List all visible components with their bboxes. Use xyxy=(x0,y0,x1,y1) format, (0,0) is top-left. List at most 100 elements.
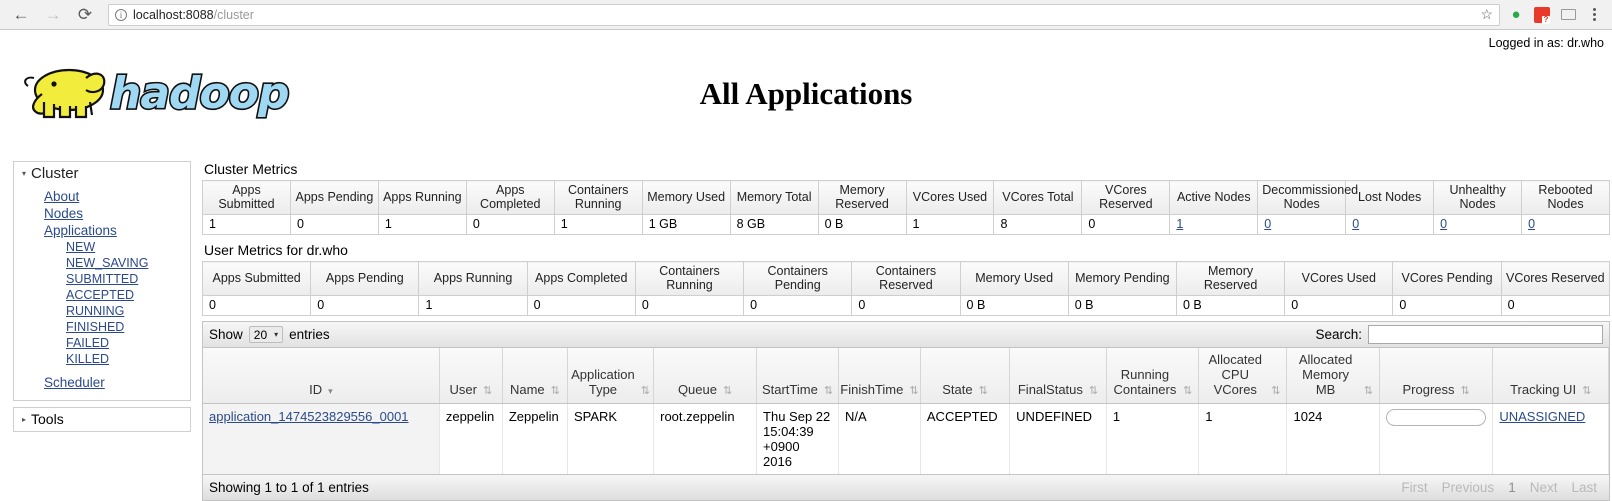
length-control: Show 20 ▾ entries xyxy=(209,326,330,343)
hangouts-extension-icon[interactable]: ● xyxy=(1511,6,1521,23)
column-header-state[interactable]: State⇅ xyxy=(920,348,1011,404)
cluster-panel-header[interactable]: ▾ Cluster xyxy=(14,162,190,186)
user-metric-value-10: 0 xyxy=(1284,295,1394,316)
column-header-label: Tracking UI xyxy=(1510,382,1577,397)
cell-tracking-ui[interactable]: UNASSIGNED xyxy=(1492,403,1609,474)
sidebar-item-nodes[interactable]: Nodes xyxy=(44,206,84,221)
cluster-metric-link-15[interactable]: 0 xyxy=(1528,217,1536,231)
pagination-previous[interactable]: Previous xyxy=(1441,480,1495,495)
cell-id[interactable]: application_1474523829556_0001 xyxy=(203,403,440,474)
sidebar-item-accepted[interactable]: ACCEPTED xyxy=(66,288,135,302)
sort-both-icon: ⇅ xyxy=(1582,385,1592,397)
site-info-icon[interactable]: i xyxy=(115,8,127,21)
sidebar-item-new[interactable]: NEW xyxy=(66,240,96,254)
application-id-link[interactable]: application_1474523829556_0001 xyxy=(209,409,409,424)
user-metric-value-5: 0 xyxy=(743,295,853,316)
column-header-progress[interactable]: Progress⇅ xyxy=(1379,348,1494,404)
pagination-last[interactable]: Last xyxy=(1571,480,1597,495)
column-header-user[interactable]: User⇅ xyxy=(439,348,503,404)
column-header-tracking-ui[interactable]: Tracking UI ⇅ xyxy=(1492,348,1609,404)
sidebar-item-submitted[interactable]: SUBMITTED xyxy=(66,272,139,286)
cluster-metric-value-10: 0 xyxy=(1081,214,1171,235)
chevron-down-icon: ▾ xyxy=(22,169,27,178)
progress-bar xyxy=(1385,409,1486,426)
cell-state: ACCEPTED xyxy=(920,403,1011,474)
cell-finalstatus: UNDEFINED xyxy=(1009,403,1107,474)
user-metric-value-12: 0 xyxy=(1500,295,1611,316)
column-header-finishtime[interactable]: FinishTime⇅ xyxy=(838,348,921,404)
search-input[interactable] xyxy=(1368,325,1603,344)
column-header-finalstatus[interactable]: FinalStatus⇅ xyxy=(1009,348,1107,404)
sidebar-item-finished[interactable]: FINISHED xyxy=(66,320,125,334)
tracking-ui-link[interactable]: UNASSIGNED xyxy=(1499,409,1586,424)
column-header-id[interactable]: ID▾ xyxy=(203,348,440,404)
cell-user: zeppelin xyxy=(439,403,503,474)
cluster-metric-header-8: VCores Used xyxy=(905,180,995,215)
sidebar-item-killed[interactable]: KILLED xyxy=(66,352,110,366)
column-header-allocated-cpu-vcores[interactable]: Allocated CPU VCores⇅ xyxy=(1198,348,1288,404)
cluster-metric-value-1: 0 xyxy=(289,214,379,235)
cluster-metric-link-14[interactable]: 0 xyxy=(1440,217,1448,231)
cluster-metric-value-6: 8 GB xyxy=(729,214,819,235)
cluster-metric-link-13[interactable]: 0 xyxy=(1352,217,1360,231)
cast-icon[interactable] xyxy=(1558,5,1578,25)
pagination-1[interactable]: 1 xyxy=(1508,480,1516,495)
sidebar-item-new-saving[interactable]: NEW_SAVING xyxy=(66,256,149,270)
column-header-label: State xyxy=(942,382,973,397)
cluster-metric-value-15[interactable]: 0 xyxy=(1521,214,1610,235)
user-metric-value-7: 0 B xyxy=(959,295,1069,316)
entries-select[interactable]: 20 ▾ xyxy=(248,326,284,343)
user-metric-value-2: 1 xyxy=(418,295,528,316)
applications-table: ID▾User⇅Name⇅Application Type⇅Queue⇅Star… xyxy=(203,348,1609,474)
cluster-metric-header-10: VCores Reserved xyxy=(1081,180,1171,215)
cluster-metric-value-14[interactable]: 0 xyxy=(1433,214,1523,235)
user-metric-value-0: 0 xyxy=(201,295,312,316)
bookmark-star-icon[interactable]: ☆ xyxy=(1480,6,1493,22)
pagination-first[interactable]: First xyxy=(1401,480,1428,495)
cell-progress xyxy=(1379,403,1494,474)
tools-panel-header[interactable]: ▸Tools xyxy=(13,407,191,432)
page-root: Logged in as: dr.who hadoop All Applicat… xyxy=(0,30,1612,501)
url-host: localhost:8088 xyxy=(133,7,214,22)
sort-both-icon: ⇅ xyxy=(1183,385,1193,397)
adblock-extension-icon[interactable] xyxy=(1532,5,1552,25)
page-title: All Applications xyxy=(699,76,913,111)
datatable-info: Showing 1 to 1 of 1 entries xyxy=(209,480,369,495)
cluster-panel: ▾ Cluster About Nodes Applications NEW NE… xyxy=(13,161,191,401)
column-header-name[interactable]: Name⇅ xyxy=(502,348,568,404)
logged-in-label: Logged in as: dr.who xyxy=(1488,36,1604,50)
column-header-running-containers[interactable]: Running Containers⇅ xyxy=(1106,348,1200,404)
cluster-metric-header-9: VCores Total xyxy=(993,180,1083,215)
sidebar-item-scheduler[interactable]: Scheduler xyxy=(44,375,105,390)
cluster-metric-link-11[interactable]: 1 xyxy=(1176,217,1184,231)
user-metric-header-11: VCores Pending xyxy=(1392,261,1502,296)
column-header-application-type[interactable]: Application Type⇅ xyxy=(567,348,655,404)
sidebar-item-failed[interactable]: FAILED xyxy=(66,336,110,350)
address-bar[interactable]: i localhost:8088/cluster ☆ xyxy=(108,3,1500,26)
svg-text:hadoop: hadoop xyxy=(110,68,288,119)
sort-both-icon: ⇅ xyxy=(1271,385,1281,397)
sidebar-item-applications[interactable]: Applications xyxy=(44,223,117,238)
column-header-starttime[interactable]: StartTime⇅ xyxy=(756,348,839,404)
cell-application-type: SPARK xyxy=(567,403,655,474)
back-arrow-icon[interactable]: ← xyxy=(12,5,30,24)
cell-starttime: Thu Sep 22 15:04:39 +0900 2016 xyxy=(756,403,839,474)
sidebar-item-running[interactable]: RUNNING xyxy=(66,304,125,318)
sidebar-item-about[interactable]: About xyxy=(44,189,80,204)
cluster-metric-value-13[interactable]: 0 xyxy=(1345,214,1435,235)
cluster-metric-value-12[interactable]: 0 xyxy=(1257,214,1347,235)
cluster-metric-value-11[interactable]: 1 xyxy=(1169,214,1259,235)
kebab-menu-icon[interactable] xyxy=(1584,5,1604,25)
cluster-panel-title: Cluster xyxy=(31,165,79,182)
column-header-queue[interactable]: Queue⇅ xyxy=(653,348,758,404)
sidebar: ▾ Cluster About Nodes Applications NEW NE… xyxy=(13,161,191,432)
column-header-label: StartTime xyxy=(761,382,818,397)
column-header-allocated-memory-mb[interactable]: Allocated Memory MB⇅ xyxy=(1286,348,1380,404)
reload-icon[interactable]: ⟳ xyxy=(77,5,93,24)
cluster-metric-link-12[interactable]: 0 xyxy=(1264,217,1272,231)
pagination-next[interactable]: Next xyxy=(1529,480,1558,495)
user-metric-header-4: Containers Running xyxy=(634,261,745,296)
user-metric-header-10: VCores Used xyxy=(1284,261,1394,296)
